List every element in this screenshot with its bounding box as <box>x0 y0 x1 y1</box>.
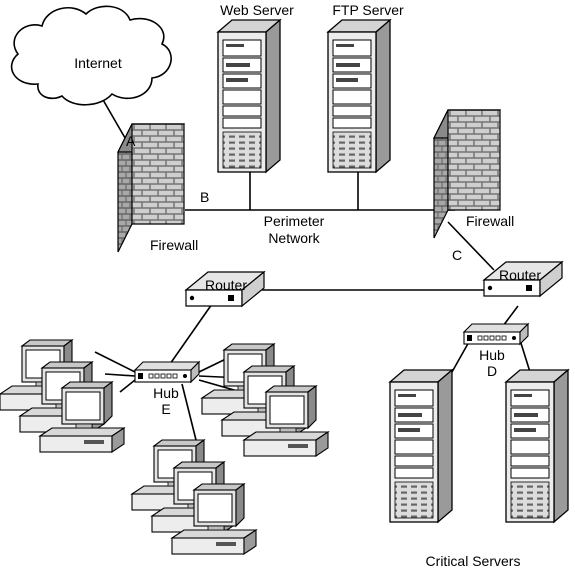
internet-label: Internet <box>74 55 122 71</box>
hub-e-link-2 <box>104 373 136 377</box>
hub-e-label-2: E <box>161 401 170 417</box>
perimeter-network-label-2: Network <box>268 230 320 246</box>
link-a-label: A <box>126 133 136 149</box>
firewall-left-label: Firewall <box>150 237 198 253</box>
critical-servers-group <box>389 369 569 523</box>
link-c-label: C <box>452 247 462 263</box>
link-b-label: B <box>200 189 209 205</box>
perimeter-network-label-1: Perimeter <box>264 213 325 229</box>
hub-d-icon <box>463 323 529 345</box>
workstation-group-bottom <box>131 439 257 555</box>
hub-d-label-1: Hub <box>479 347 505 363</box>
router-to-hub-e-line <box>169 303 213 365</box>
hub-e-link-3 <box>119 379 136 393</box>
internet-cloud: Internet <box>10 5 172 106</box>
hub-e-link-1 <box>94 351 136 373</box>
critical-servers-label: Critical Servers <box>426 553 521 569</box>
hub-e-link-7 <box>181 383 197 441</box>
hub-d-link-2 <box>519 339 531 373</box>
hub-e-icon <box>134 361 200 383</box>
ftp-server-label: FTP Server <box>332 2 404 18</box>
hub-d-label-2: D <box>487 363 497 379</box>
link-c-line <box>447 221 495 271</box>
critical-server-icon <box>505 369 569 523</box>
web-server-label: Web Server <box>220 2 294 18</box>
web-server-icon <box>217 19 281 173</box>
router-right-label: Router <box>499 267 541 283</box>
ftp-server-icon <box>327 19 391 173</box>
hub-d-link-1 <box>451 339 471 373</box>
hub-e-label-1: Hub <box>153 385 179 401</box>
critical-server-icon <box>389 369 453 523</box>
router-left-label: Router <box>205 277 247 293</box>
firewall-right-label: Firewall <box>466 213 514 229</box>
